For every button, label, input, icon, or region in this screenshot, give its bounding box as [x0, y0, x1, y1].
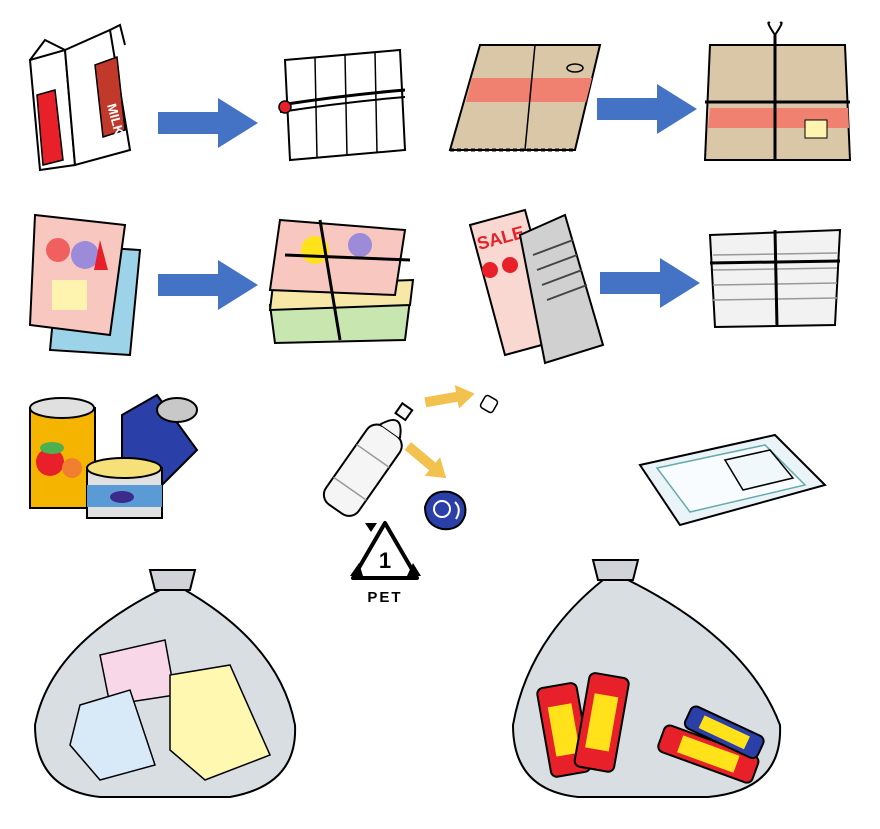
arrow-label-icon: [402, 442, 452, 479]
milk-cartons-bundled-icon: [275, 40, 410, 165]
cardboard-flat-icon: [448, 40, 605, 155]
newspapers-flyers-icon: SALE: [465, 205, 605, 365]
pet-text-label: PET: [367, 589, 402, 606]
arrow-cap-icon: [424, 384, 475, 410]
cardboard-box-tied-icon: [700, 20, 855, 170]
arrow-right-icon: [158, 98, 258, 148]
food-cans-icon: [22, 390, 202, 530]
bottle-cap-icon: [479, 394, 499, 414]
arrow-right-icon: [600, 258, 700, 308]
magazines-bundled-icon: [265, 215, 415, 345]
milk-carton-open-icon: MILK: [25, 23, 135, 175]
pet-bottle-icon: [315, 395, 425, 525]
bottle-label-icon: [420, 487, 470, 532]
pet-recycling-symbol-icon: 1 PET: [345, 518, 425, 608]
magazines-icon: [28, 210, 145, 357]
batteries-in-bag-icon: [508, 555, 788, 805]
clothes-in-bag-icon: [30, 565, 300, 805]
newspapers-bundled-icon: [705, 215, 845, 330]
pet-number-label: 1: [379, 548, 391, 573]
arrow-right-icon: [158, 260, 258, 310]
arrow-right-icon: [597, 84, 697, 134]
plastic-food-tray-icon: [635, 430, 830, 530]
